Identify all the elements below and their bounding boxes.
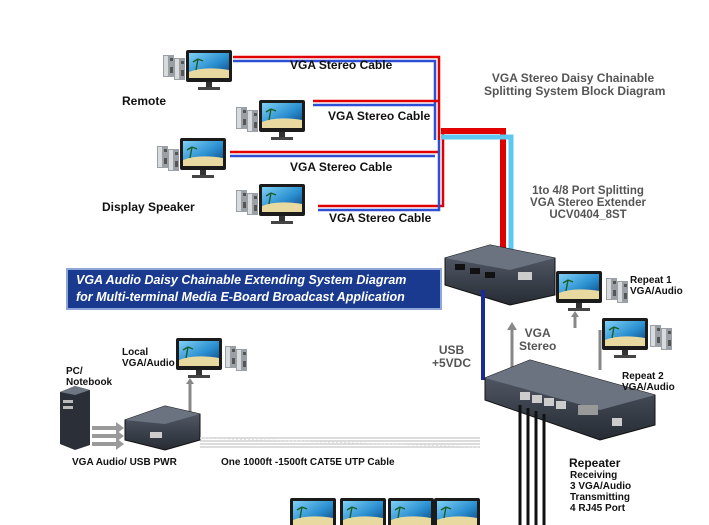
pc-label: PC/ Notebook — [66, 366, 112, 388]
repeater-device — [484, 359, 656, 441]
repeater-title: Repeater — [569, 456, 621, 470]
repeater-line2: 3 VGA/Audio — [570, 481, 632, 492]
repeat-2-line1: Repeat 2 — [622, 371, 664, 382]
trunk-cable — [441, 128, 514, 255]
splitter-label-line1: 1to 4/8 Port Splitting — [532, 185, 644, 197]
cable-label-1: VGA Stereo Cable — [290, 58, 393, 72]
repeat-2-station — [598, 317, 672, 370]
usb-label: USB +5VDC — [432, 344, 471, 370]
remote-station-3 — [157, 137, 227, 179]
splitter-label-line3: UCV0404_8ST — [549, 209, 627, 221]
cable-label-4: VGA Stereo Cable — [329, 211, 432, 225]
diagram-title: VGA Stereo Daisy Chainable Splitting Sys… — [484, 71, 666, 98]
pc-tower — [60, 386, 90, 450]
local-station — [175, 337, 247, 415]
local-line1: Local — [122, 347, 149, 358]
utp-cable-label: One 1000ft -1500ft CAT5E UTP Cable — [221, 457, 395, 468]
repeat-1-line2: VGA/Audio — [630, 286, 683, 297]
usb-line1: USB — [438, 343, 465, 357]
vga-stereo-line1: VGA — [524, 326, 551, 340]
repeat-2-line2: VGA/Audio — [622, 382, 675, 393]
diagram-title-line1: VGA Stereo Daisy Chainable — [491, 71, 655, 85]
remote-station-1 — [163, 49, 233, 91]
rj45-lines — [518, 405, 546, 525]
splitter-device — [444, 244, 556, 306]
repeater-line4: 4 RJ45 Port — [570, 503, 626, 514]
splitter-label-line2: VGA Stereo Extender — [530, 197, 646, 209]
remote-station-2 — [236, 99, 306, 141]
repeater-line1: Receiving — [570, 470, 618, 481]
pc-line1: PC/ — [66, 366, 83, 377]
repeat-1-line1: Repeat 1 — [630, 275, 672, 286]
cable-label-2: VGA Stereo Cable — [328, 109, 431, 123]
repeat-1-label: Repeat 1 VGA/Audio — [630, 275, 683, 297]
local-label: Local VGA/Audio — [122, 347, 175, 369]
bottom-monitors — [289, 497, 481, 525]
utp-cable — [199, 437, 481, 448]
diagram-title-line2: Splitting System Block Diagram — [484, 84, 666, 98]
remote-station-4 — [236, 183, 306, 225]
repeater-details: Receiving 3 VGA/Audio Transmitting 4 RJ4… — [570, 470, 631, 514]
pc-arrows — [92, 422, 124, 450]
vga-cable-lines — [230, 55, 445, 212]
vga-stereo-line2: Stereo — [519, 339, 557, 353]
banner-line2: for Multi-terminal Media E-Board Broadca… — [76, 290, 405, 304]
pc-line2: Notebook — [66, 377, 113, 388]
vga-audio-usb-label: VGA Audio/ USB PWR — [72, 457, 177, 468]
remote-label: Remote — [122, 94, 167, 108]
repeater-line3: Transmitting — [570, 492, 631, 503]
banner-line1: VGA Audio Daisy Chainable Extending Syst… — [76, 273, 407, 287]
repeat-1-station — [555, 270, 628, 328]
system-banner: VGA Audio Daisy Chainable Extending Syst… — [66, 268, 442, 310]
display-speaker-label: Display Speaker — [102, 200, 195, 214]
local-line2: VGA/Audio — [122, 358, 175, 369]
splitter-label: 1to 4/8 Port Splitting VGA Stereo Extend… — [522, 185, 654, 221]
vga-stereo-label: VGA Stereo — [519, 327, 556, 353]
repeat-2-label: Repeat 2 VGA/Audio — [622, 371, 675, 393]
usb-line2: +5VDC — [432, 356, 472, 370]
transmitter-device — [124, 405, 201, 451]
cable-label-3: VGA Stereo Cable — [290, 160, 393, 174]
